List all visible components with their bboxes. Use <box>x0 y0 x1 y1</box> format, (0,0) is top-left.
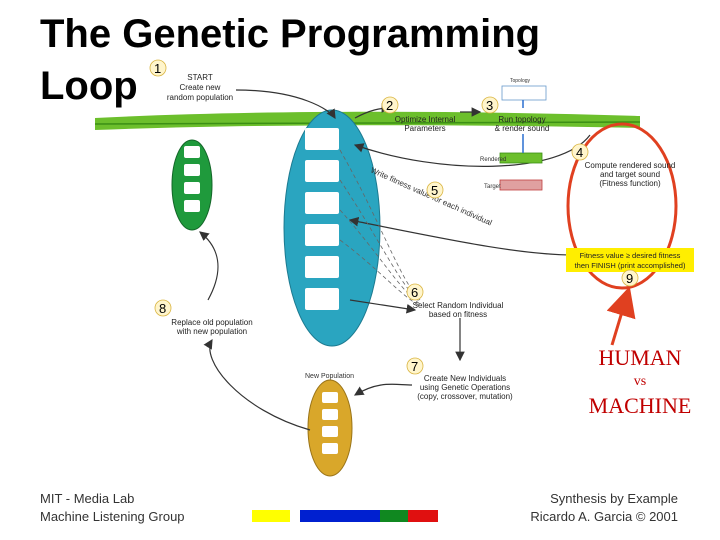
footer-group: Machine Listening Group <box>40 509 185 524</box>
step-6-line-1: Select Random Individual <box>413 301 504 310</box>
step-1-line-1: START <box>187 73 213 82</box>
label-topology: Topology <box>510 78 531 84</box>
slide-title: The Genetic Programming Loop <box>40 12 541 108</box>
step-9-number: 9 <box>626 271 633 286</box>
step-4-line-2: and target sound <box>600 170 660 179</box>
step-4-line-1: Compute rendered sound <box>585 161 676 170</box>
step-9-line-2: then FINISH (print accomplished) <box>575 261 686 270</box>
flow-arrows <box>199 89 591 431</box>
step-8-number: 8 <box>159 301 166 316</box>
step-1-line-2: Create new <box>180 83 221 92</box>
population-teal-individuals <box>305 128 339 310</box>
population-gold-individuals <box>322 392 338 454</box>
color-bar-red <box>408 510 438 522</box>
step-5-number: 5 <box>431 183 438 198</box>
human-label: HUMAN <box>598 345 682 370</box>
footer-right: Synthesis by Example Ricardo A. Garcia ©… <box>530 490 678 526</box>
label-rendered: Rendered <box>480 157 506 163</box>
footer-talk-title: Synthesis by Example <box>550 491 678 506</box>
step-8-line-2: with new population <box>176 327 247 336</box>
footer-author: Ricardo A. Garcia © 2001 <box>530 509 678 524</box>
step-2-number: 2 <box>386 98 393 113</box>
color-bar-yellow <box>252 510 290 522</box>
step-9-box <box>566 248 694 272</box>
step-1-line-3: random population <box>167 93 233 102</box>
rendered-signal <box>499 152 543 164</box>
green-band <box>95 111 640 130</box>
step-3-line-2: & render sound <box>495 124 550 133</box>
green-band-line <box>94 121 641 125</box>
target-signal <box>499 179 543 191</box>
step-texts: START Create new random population Optim… <box>167 73 686 401</box>
step-9-line-1: Fitness value ≥ desired fitness <box>580 251 681 260</box>
step-6-line-2: based on fitness <box>429 310 487 319</box>
step-2-line-1: Optimize Internal <box>395 115 456 124</box>
step-3-number: 3 <box>486 98 493 113</box>
step-3-line-1: Run topology <box>498 115 545 124</box>
step-7-line-3: (copy, crossover, mutation) <box>417 392 513 401</box>
machine-label: MACHINE <box>588 393 692 418</box>
footer-lab: MIT - Media Lab <box>40 491 135 506</box>
topology-box <box>501 85 547 101</box>
step-8-line-1: Replace old population <box>171 318 252 327</box>
step-4-line-3: (Fitness function) <box>599 179 661 188</box>
footer-left: MIT - Media Lab Machine Listening Group <box>40 490 185 526</box>
population-green-individuals <box>184 146 200 212</box>
step-6-number: 6 <box>411 285 418 300</box>
step-7-line-1: Create New Individuals <box>424 374 506 383</box>
color-bar-blue <box>300 510 380 522</box>
step-2-line-2: Parameters <box>404 124 445 133</box>
step-7-number: 7 <box>411 359 418 374</box>
step-4-number: 4 <box>576 145 583 160</box>
red-arrow <box>606 286 636 346</box>
vs-label: vs <box>633 374 647 389</box>
step-7-line-2: using Genetic Operations <box>420 383 510 392</box>
step-numbers: 1 2 3 4 5 6 7 8 9 <box>149 59 639 375</box>
step-1-number: 1 <box>154 61 161 76</box>
human-vs-machine: HUMAN vs MACHINE <box>575 345 705 419</box>
color-bar-green <box>380 510 408 522</box>
label-new-population: New Population <box>305 373 354 380</box>
label-target: Target <box>484 184 501 190</box>
